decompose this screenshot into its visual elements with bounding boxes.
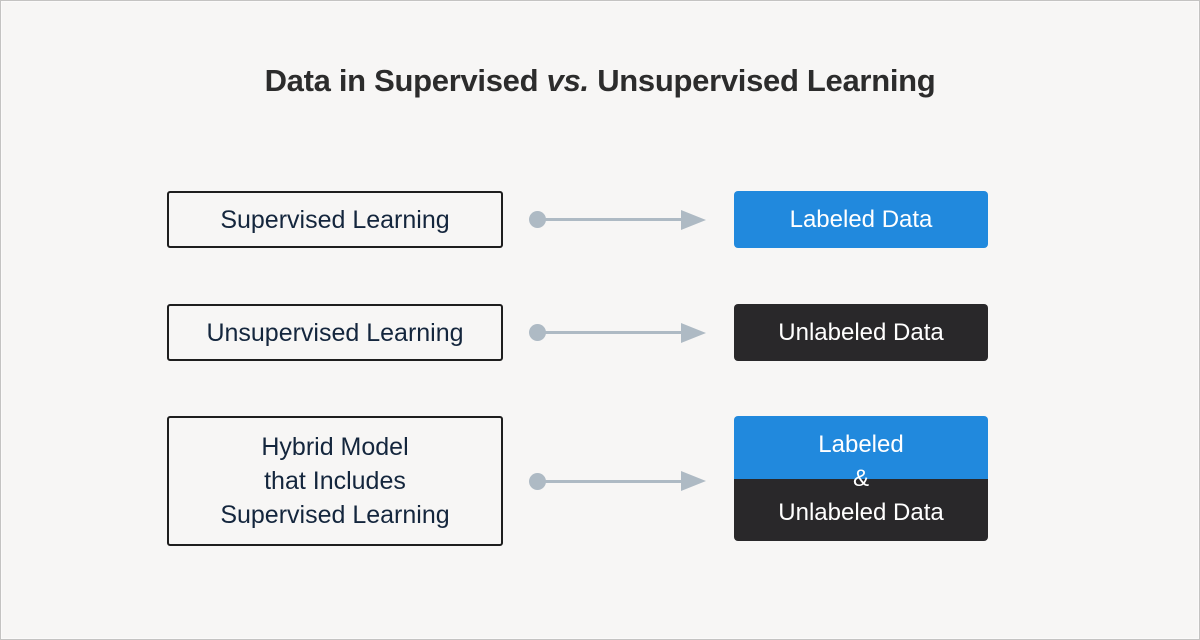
target-box-label: Labeled Data (789, 205, 933, 233)
unlabeled-half-background (734, 478, 988, 541)
arrow-connector (503, 207, 734, 232)
diagram-row-supervised: Supervised Learning Labeled Data (167, 191, 988, 248)
title-part-2: Unsupervised Learning (597, 63, 936, 98)
source-box-hybrid-model: Hybrid Model that Includes Supervised Le… (167, 416, 503, 546)
arrow-dot-icon (529, 324, 546, 341)
diagram-row-hybrid: Hybrid Model that Includes Supervised Le… (167, 416, 988, 546)
arrow-dot-icon (529, 472, 546, 490)
diagram-row-unsupervised: Unsupervised Learning Unlabeled Data (167, 304, 988, 361)
title-vs-italic: vs. (546, 63, 590, 98)
arrow-line (544, 218, 683, 221)
source-box-label-line: Supervised Learning (220, 501, 450, 529)
target-box-labeled-data: Labeled Data (734, 191, 988, 248)
arrow-dot-icon (529, 211, 546, 228)
source-box-supervised-learning: Supervised Learning (167, 191, 503, 248)
arrow-connector (503, 320, 734, 345)
arrow-head-icon (681, 322, 706, 343)
arrow-head-icon (681, 471, 706, 491)
target-box-label-line: Unlabeled Data (778, 498, 944, 526)
target-box-label-line: & (852, 464, 869, 492)
target-box-label-line: Labeled (818, 430, 904, 458)
source-box-unsupervised-learning: Unsupervised Learning (167, 304, 503, 361)
labeled-half-background (734, 416, 988, 479)
arrow-line (544, 331, 683, 334)
source-box-label: Unsupervised Learning (206, 318, 464, 347)
arrow-head-icon (681, 209, 706, 230)
target-box-label: Unlabeled Data (778, 318, 944, 346)
title-part-1: Data in Supervised (264, 63, 539, 98)
source-box-label-line: Hybrid Model (261, 433, 409, 461)
arrow-line (544, 479, 683, 483)
target-box-label-group: Labeled & Unlabeled Data (734, 416, 988, 541)
target-box-unlabeled-data: Unlabeled Data (734, 304, 988, 361)
arrow-connector (503, 469, 734, 494)
source-box-label-line: that Includes (264, 467, 406, 495)
source-box-label: Supervised Learning (220, 205, 450, 234)
target-box-labeled-and-unlabeled-data: Labeled & Unlabeled Data (734, 416, 988, 541)
